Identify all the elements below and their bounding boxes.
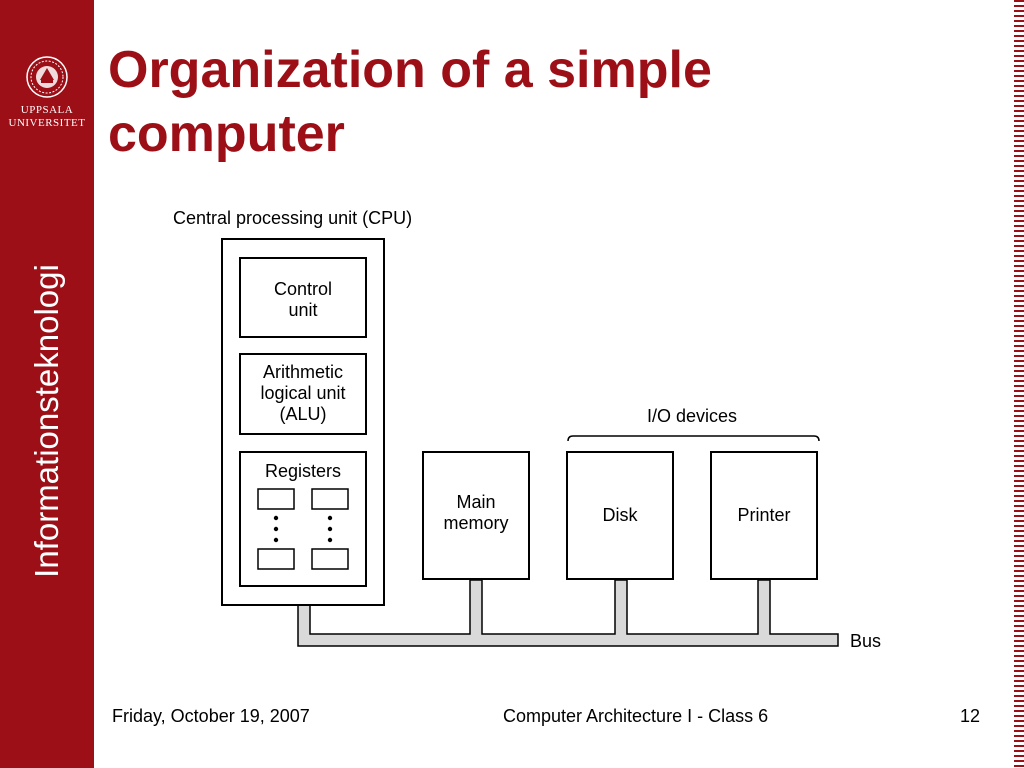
io-devices-label: I/O devices [647,406,737,426]
control-unit-label-line1: Control [274,279,332,299]
bus-label: Bus [850,631,881,651]
footer-course: Computer Architecture I - Class 6 [503,706,769,726]
main-memory-label-line2: memory [443,513,508,533]
cpu-label: Central processing unit (CPU) [173,208,412,228]
registers-label: Registers [265,461,341,481]
main-memory-box [422,451,530,580]
disk-box [566,451,674,580]
alu-box [239,353,367,435]
control-unit-label-line2: unit [288,300,317,320]
slide-title-line2: computer [108,105,345,163]
printer-box [710,451,818,580]
io-devices-brace [567,435,820,442]
footer-page-number: 12 [960,706,981,726]
sidebar: UPPSALA UNIVERSITET Informationsteknolog… [0,0,94,768]
disk-label: Disk [603,505,639,525]
register-cell [257,488,295,510]
alu-label-line3: (ALU) [279,404,326,424]
alu-label-line2: logical unit [260,383,345,403]
register-cell [257,548,295,570]
printer-label: Printer [737,505,790,525]
decorative-dotted-rule [1014,0,1024,768]
register-cell [311,488,349,510]
register-ellipsis [273,515,333,543]
university-name-line1: UPPSALA [20,104,74,116]
university-name: UPPSALA UNIVERSITET [0,104,94,130]
footer-date: Friday, October 19, 2007 [112,706,310,726]
university-seal-icon [26,56,68,98]
alu-label-line1: Arithmetic [263,362,343,382]
slide-title-line1: Organization of a simple [108,41,712,99]
main-memory-label-line1: Main [456,492,495,512]
control-unit-box [239,257,367,338]
slide-title: Organization of a simple computer [108,38,988,166]
register-cell [311,548,349,570]
university-name-line2: UNIVERSITET [8,117,86,129]
